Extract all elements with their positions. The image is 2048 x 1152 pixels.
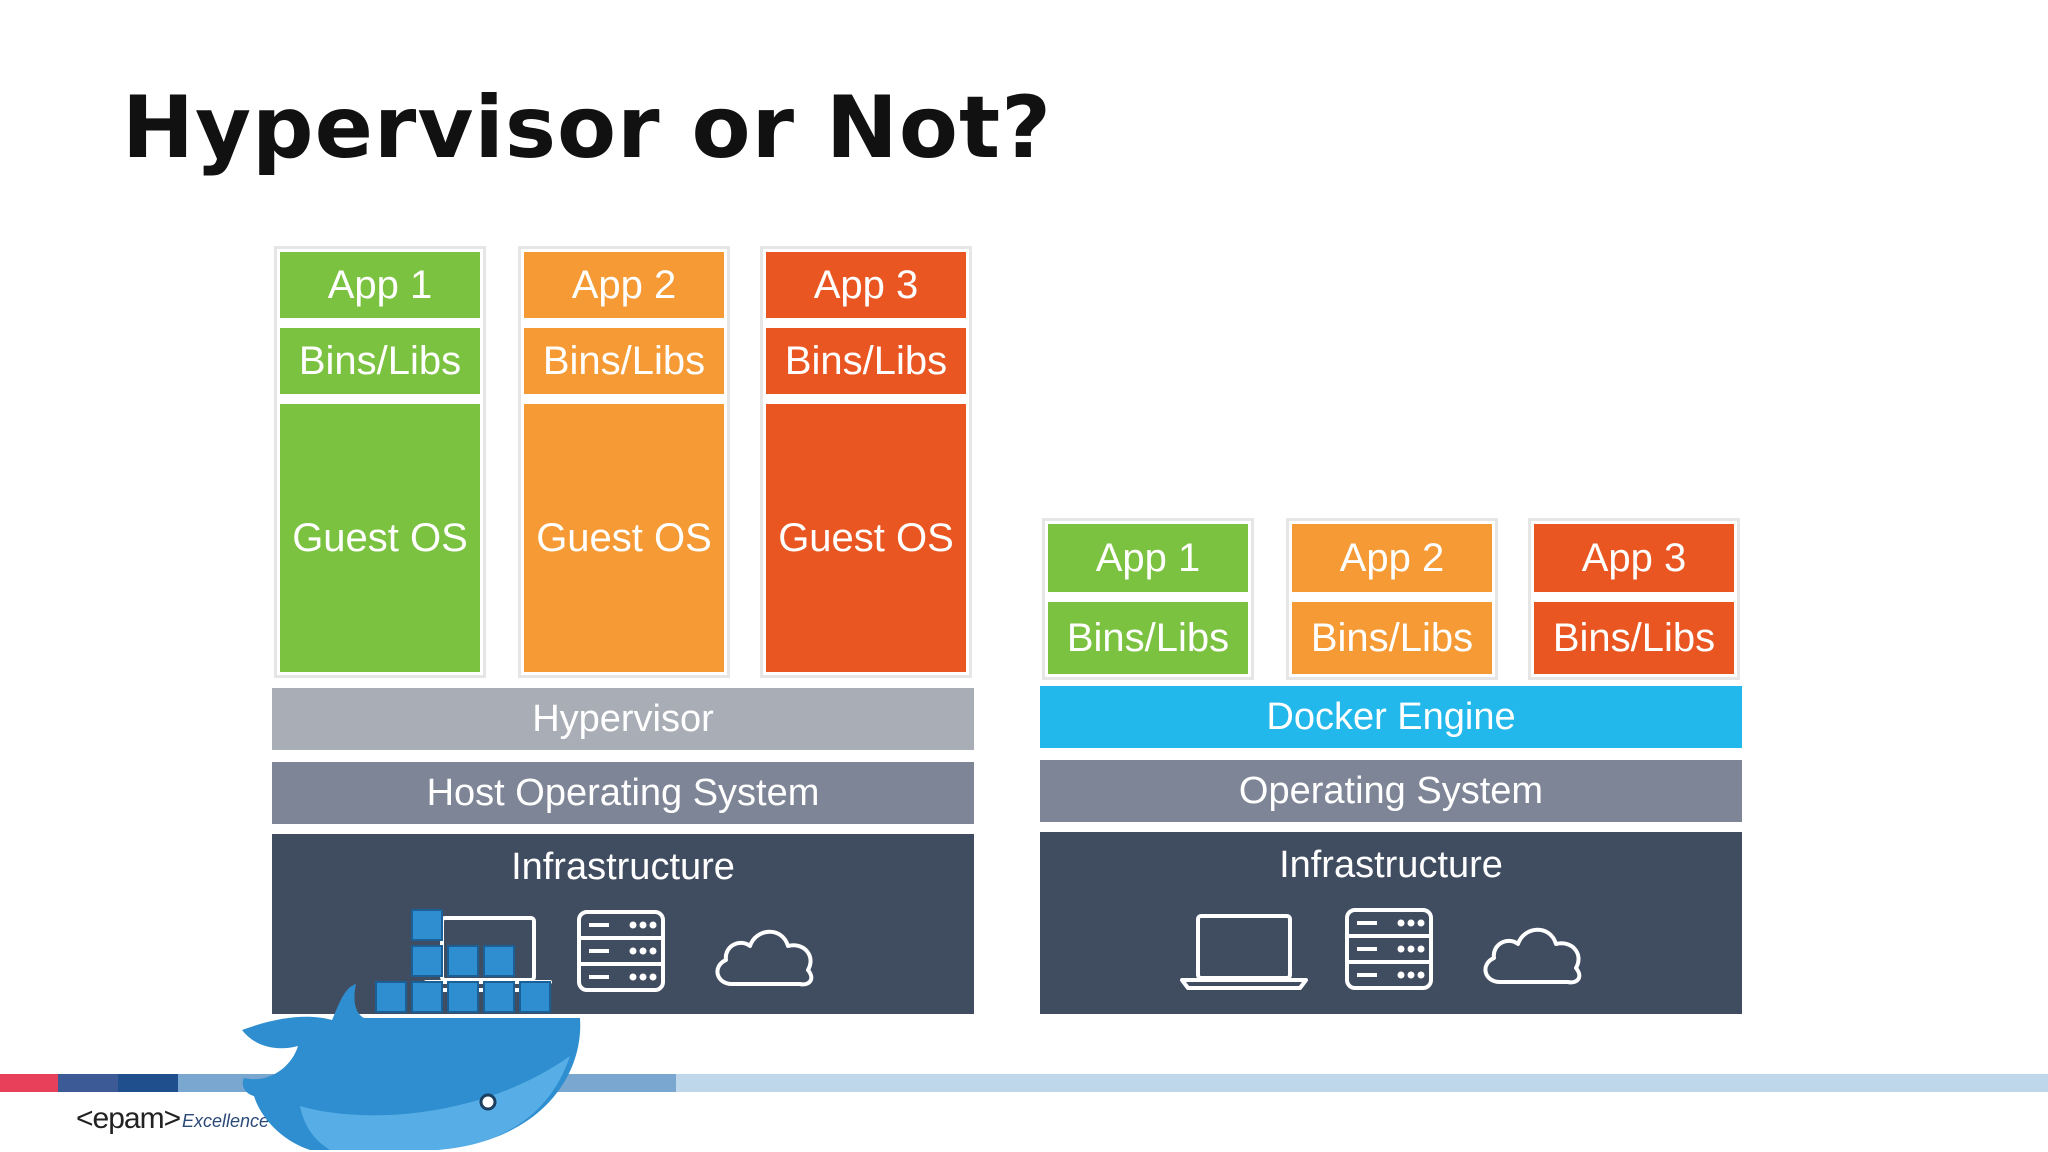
server-icon <box>577 910 665 992</box>
docker-infrastructure-layer: Infrastructure <box>1040 832 1742 1014</box>
vm-app-1: App 1 <box>277 249 483 321</box>
docker-infrastructure-label: Infrastructure <box>1279 844 1503 886</box>
vm-guest-os-1: Guest OS <box>277 401 483 675</box>
vm-column-3: App 3 Bins/Libs Guest OS <box>760 246 972 678</box>
vm-libs-2: Bins/Libs <box>521 325 727 397</box>
epam-logo: <epam> <box>76 1102 181 1135</box>
docker-column-1: App 1 Bins/Libs <box>1042 518 1254 680</box>
docker-libs-3: Bins/Libs <box>1531 599 1737 677</box>
docker-app-2: App 2 <box>1289 521 1495 595</box>
slide-title: Hypervisor or Not? <box>122 78 1052 178</box>
vm-libs-1: Bins/Libs <box>277 325 483 397</box>
docker-stack: App 1 Bins/Libs App 2 Bins/Libs App 3 Bi… <box>1040 516 1742 1014</box>
docker-whale-icon <box>242 909 581 1150</box>
laptop-icon <box>1180 914 1308 990</box>
cloud-icon <box>715 929 814 987</box>
host-os-layer: Host Operating System <box>272 762 974 824</box>
vm-guest-os-2: Guest OS <box>521 401 727 675</box>
docker-engine-layer: Docker Engine <box>1040 686 1742 748</box>
hypervisor-layer: Hypervisor <box>272 688 974 750</box>
server-icon <box>1345 908 1433 990</box>
vm-app-2: App 2 <box>521 249 727 321</box>
vm-column-1: App 1 Bins/Libs Guest OS <box>274 246 486 678</box>
vm-column-2: App 2 Bins/Libs Guest OS <box>518 246 730 678</box>
cloud-icon <box>1483 927 1582 985</box>
docker-libs-1: Bins/Libs <box>1045 599 1251 677</box>
docker-app-1: App 1 <box>1045 521 1251 595</box>
docker-column-2: App 2 Bins/Libs <box>1286 518 1498 680</box>
vm-stack: App 1 Bins/Libs Guest OS App 2 Bins/Libs… <box>272 244 974 1014</box>
vm-app-3: App 3 <box>763 249 969 321</box>
docker-column-3: App 3 Bins/Libs <box>1528 518 1740 680</box>
docker-app-3: App 3 <box>1531 521 1737 595</box>
vm-guest-os-3: Guest OS <box>763 401 969 675</box>
docker-libs-2: Bins/Libs <box>1289 599 1495 677</box>
docker-os-layer: Operating System <box>1040 760 1742 822</box>
vm-infrastructure-label: Infrastructure <box>511 846 735 888</box>
vm-libs-3: Bins/Libs <box>763 325 969 397</box>
